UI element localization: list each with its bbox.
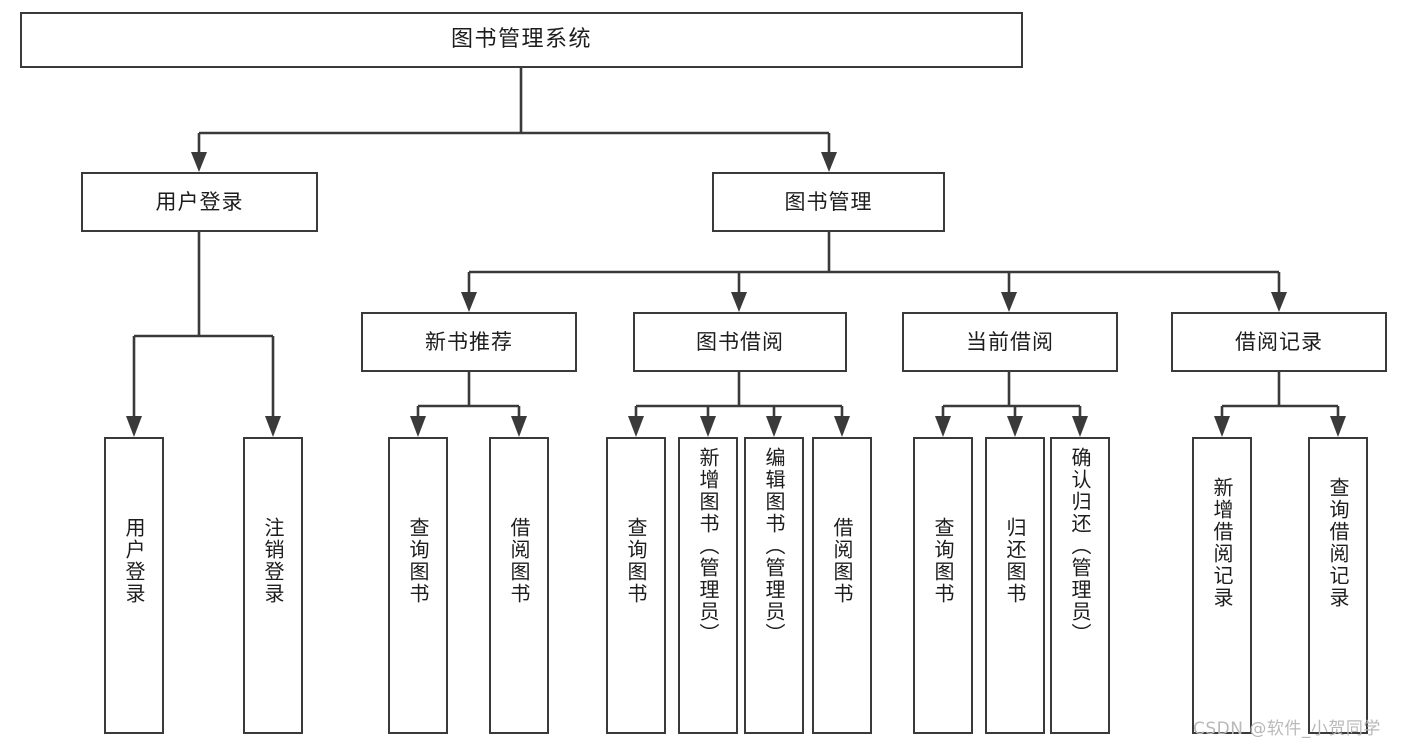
leaf-current-query-book-label: 查询图书	[931, 517, 955, 605]
leaf-record-query[interactable]: 查询借阅记录	[1308, 437, 1368, 734]
node-book-borrow[interactable]: 图书借阅	[633, 312, 847, 372]
arrow-mid-4	[1271, 292, 1287, 312]
leaf-user-login-logout[interactable]: 注销登录	[243, 437, 303, 734]
leaf-new-book-query-label: 查询图书	[406, 517, 430, 605]
arrow-record-leaf2	[1330, 416, 1346, 437]
arrow-current-leaf1	[935, 416, 951, 437]
arrow-current-leaf3	[1072, 416, 1088, 437]
node-book-management-label: 图书管理	[784, 189, 873, 214]
arrow-borrow-leaf3	[766, 416, 782, 437]
arrow-newbook-leaf1	[410, 416, 426, 437]
leaf-current-return-book[interactable]: 归还图书	[985, 437, 1045, 734]
node-current-borrow[interactable]: 当前借阅	[902, 312, 1118, 372]
leaf-new-book-borrow[interactable]: 借阅图书	[489, 437, 549, 734]
leaf-borrow-borrow-book[interactable]: 借阅图书	[812, 437, 872, 734]
leaf-borrow-borrow-book-label: 借阅图书	[830, 517, 854, 605]
arrow-record-leaf1	[1214, 416, 1230, 437]
leaf-borrow-query-book[interactable]: 查询图书	[606, 437, 666, 734]
leaf-record-query-label: 查询借阅记录	[1326, 477, 1350, 609]
leaf-borrow-add-book-label: 新增图书（管理员）	[696, 447, 720, 645]
node-user-login-label: 用户登录	[155, 189, 244, 214]
node-user-login[interactable]: 用户登录	[81, 172, 318, 232]
node-current-borrow-label: 当前借阅	[966, 329, 1054, 354]
leaf-borrow-add-book[interactable]: 新增图书（管理员）	[678, 437, 738, 734]
arrow-userlogin-leaf1	[126, 416, 142, 437]
leaf-borrow-edit-book[interactable]: 编辑图书（管理员）	[744, 437, 804, 734]
leaf-borrow-query-book-label: 查询图书	[624, 517, 648, 605]
leaf-new-book-borrow-label: 借阅图书	[507, 517, 531, 605]
arrow-borrow-leaf1	[628, 416, 644, 437]
leaf-current-confirm-return-label: 确认归还（管理员）	[1068, 447, 1092, 645]
arrow-current-leaf2	[1007, 416, 1023, 437]
arrow-newbook-leaf2	[511, 416, 527, 437]
leaf-current-return-book-label: 归还图书	[1003, 517, 1027, 605]
node-new-book-recommend-label: 新书推荐	[425, 329, 513, 354]
node-book-borrow-label: 图书借阅	[696, 329, 784, 354]
arrow-mid-1	[461, 292, 477, 312]
node-root-label: 图书管理系统	[450, 27, 592, 53]
leaf-user-login-login-label: 用户登录	[122, 517, 146, 605]
arrow-bookmgmt	[821, 152, 837, 172]
leaf-record-add-label: 新增借阅记录	[1210, 477, 1234, 609]
arrow-userlogin-leaf2	[265, 416, 281, 437]
leaf-user-login-login[interactable]: 用户登录	[104, 437, 164, 734]
leaf-borrow-edit-book-label: 编辑图书（管理员）	[762, 447, 786, 645]
leaf-user-login-logout-label: 注销登录	[261, 517, 285, 605]
leaf-current-query-book[interactable]: 查询图书	[913, 437, 973, 734]
node-borrow-record-label: 借阅记录	[1235, 329, 1323, 354]
node-new-book-recommend[interactable]: 新书推荐	[361, 312, 577, 372]
leaf-new-book-query[interactable]: 查询图书	[388, 437, 448, 734]
arrow-mid-3	[1001, 292, 1017, 312]
arrow-mid-2	[731, 292, 747, 312]
node-root[interactable]: 图书管理系统	[20, 12, 1023, 68]
arrow-userlogin	[191, 152, 207, 172]
leaf-record-add[interactable]: 新增借阅记录	[1192, 437, 1252, 734]
node-borrow-record[interactable]: 借阅记录	[1171, 312, 1387, 372]
arrow-borrow-leaf4	[834, 416, 850, 437]
node-book-management[interactable]: 图书管理	[712, 172, 945, 232]
arrow-borrow-leaf2	[700, 416, 716, 437]
leaf-current-confirm-return[interactable]: 确认归还（管理员）	[1050, 437, 1110, 734]
